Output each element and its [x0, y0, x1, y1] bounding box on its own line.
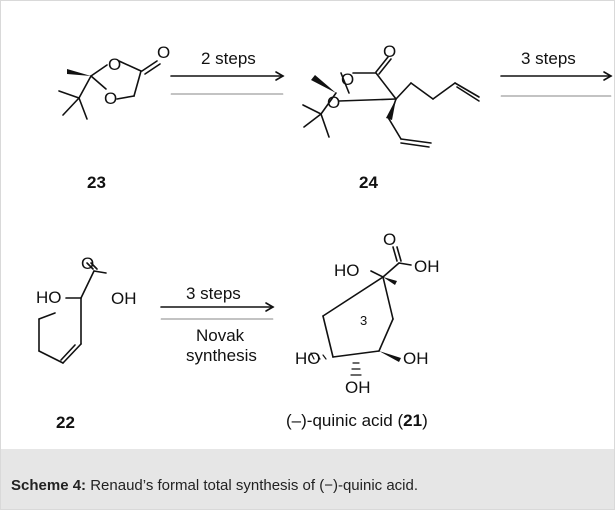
- atom-HO: HO: [295, 349, 321, 368]
- caption-bar: Scheme 4: Renaud’s formal total synthesi…: [1, 449, 614, 509]
- atom-O: O: [108, 55, 121, 74]
- atom-O: O: [157, 43, 170, 62]
- caption-body: Renaud’s formal total synthesis of (−)-q…: [86, 477, 419, 494]
- arrow-1-label: 2 steps: [201, 49, 256, 68]
- atom-O: O: [383, 42, 396, 61]
- scheme-drawing: O O O O O O HO O OH HO O OH HO OH OH 3 2…: [36, 42, 613, 432]
- wedge-21-OH: [383, 277, 397, 285]
- atom-OH: OH: [403, 349, 429, 368]
- wedge-21-bottom-right: [379, 351, 401, 362]
- wedge-24-methyl: [311, 75, 336, 93]
- compound-number-22: 22: [56, 413, 75, 432]
- atom-OH: OH: [345, 378, 371, 397]
- atom-O: O: [341, 70, 354, 89]
- atom-O: O: [327, 93, 340, 112]
- structure-21: [322, 246, 412, 358]
- caption-label: Scheme 4:: [11, 477, 87, 494]
- atom-O: O: [383, 230, 396, 249]
- compound-name-21: (–)-quinic acid (21): [286, 411, 428, 430]
- reaction-scheme: O O O O O O HO O OH HO O OH HO OH OH 3 2…: [1, 1, 614, 449]
- atom-O: O: [104, 89, 117, 108]
- arrow-3-label: 3 steps: [186, 284, 241, 303]
- wedge-23: [67, 69, 91, 76]
- compound-number-24: 24: [359, 173, 378, 192]
- hash-21-left: [310, 352, 327, 360]
- compound-number-21: 21: [403, 411, 422, 430]
- compound-number-23: 23: [87, 173, 106, 192]
- hash-21-bottom: [350, 362, 362, 376]
- compound-name-21-prefix: (–)-quinic acid (: [286, 411, 403, 430]
- atom-OH: OH: [414, 257, 440, 276]
- arrow-2-head: [603, 71, 613, 81]
- arrow-3-sublabel-2: synthesis: [186, 346, 257, 365]
- atom-HO: HO: [36, 288, 62, 307]
- arrow-2-label: 3 steps: [521, 49, 576, 68]
- structure-23: [58, 60, 161, 120]
- atom-OH: OH: [111, 289, 137, 308]
- arrow-3-head: [265, 302, 275, 312]
- arrow-3-sublabel-1: Novak: [196, 326, 245, 345]
- structure-22: [38, 262, 107, 364]
- caption-text: Scheme 4: Renaud’s formal total synthesi…: [11, 477, 418, 494]
- locant-3: 3: [360, 313, 367, 328]
- compound-name-21-suffix: ): [422, 411, 428, 430]
- structure-24: [302, 56, 480, 148]
- wedge-24-allyl: [386, 99, 396, 120]
- atom-O: O: [81, 254, 94, 273]
- atom-HO: HO: [334, 261, 360, 280]
- arrow-1-head: [275, 71, 285, 81]
